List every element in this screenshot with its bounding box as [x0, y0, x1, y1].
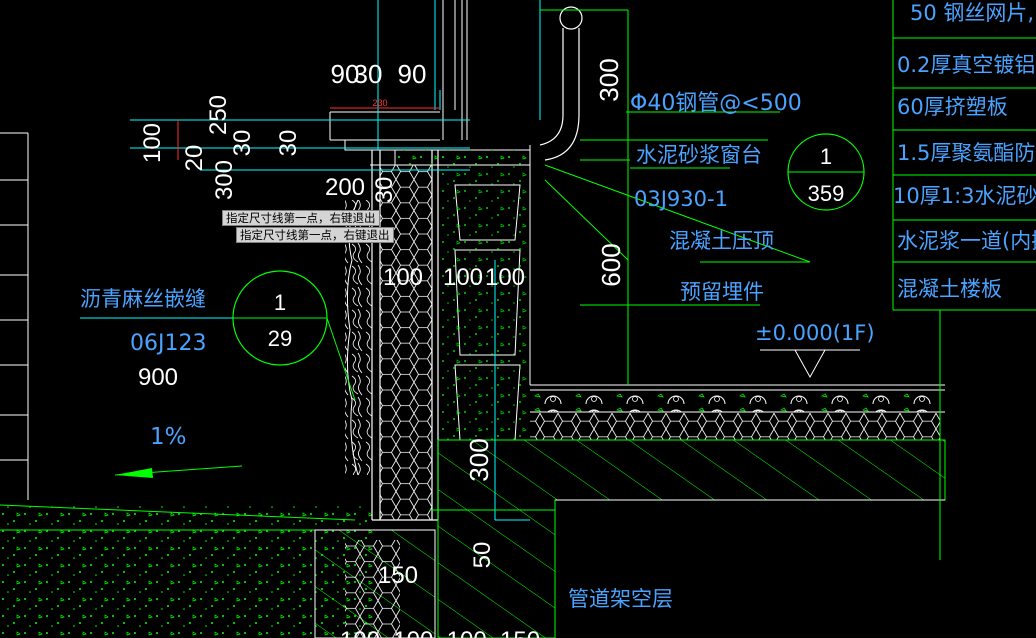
layer-1: 0.2厚真空镀铝聚酯: [897, 53, 1036, 77]
dim-150: 150: [378, 562, 418, 589]
left-ground-line: [0, 504, 375, 531]
cyan-guide-lines: [130, 0, 541, 521]
label-elevation: ±0.000(1F): [755, 321, 875, 345]
left-ground-gravel: [0, 505, 375, 638]
dim-200: 200: [325, 174, 365, 201]
floor-hex-layer: [530, 413, 940, 440]
layer-6: 混凝土楼板: [897, 277, 1002, 301]
dim-90-top-a: 90: [331, 59, 360, 89]
dim-250: 250: [205, 95, 232, 135]
dim-100-c: 100: [485, 264, 525, 291]
layer-0: 50 钢丝网片, 中间: [910, 1, 1036, 25]
floor-slab-hatch: [437, 439, 946, 638]
callout-left-top: 1: [274, 290, 286, 315]
dim-30-top: 30: [354, 59, 383, 89]
wall-insulation-hex: [380, 165, 432, 520]
label-joint: 沥青麻丝嵌缝: [80, 287, 206, 311]
cavity-gravel: [438, 165, 530, 445]
rubble-outline: [346, 199, 359, 476]
layer-5: 水泥浆一道(内掺建筑: [897, 229, 1036, 253]
sill-dots: [395, 150, 530, 165]
dim-90-top-b: 90: [398, 59, 427, 89]
dim-30-left: 30: [229, 130, 256, 157]
dim-900: 900: [138, 364, 178, 391]
layer-4: 10厚1:3水泥砂浆找: [893, 184, 1036, 208]
floor-bubble-layer: [530, 391, 940, 412]
label-atlas-06: 06J123: [130, 331, 206, 356]
pipe-bend: [539, 28, 580, 161]
layer-3: 1.5厚聚氨酯防水层: [897, 141, 1036, 165]
label-slope: 1%: [150, 424, 187, 450]
dim-300-left: 300: [211, 160, 238, 200]
layer-2: 60厚挤塑板: [897, 95, 1008, 119]
label-coping: 混凝土压顶: [669, 229, 774, 253]
callout-left: 1 29: [80, 270, 356, 401]
callout-right: 1 359: [787, 133, 865, 211]
label-embed: 预留埋件: [680, 280, 764, 304]
label-sill: 水泥砂浆窗台: [636, 143, 762, 167]
dim-100-a: 100: [383, 264, 423, 291]
callout-right-bottom: 359: [808, 181, 845, 206]
elevation-triangle: [760, 349, 860, 379]
cad-tooltip-1: 指定尺寸线第一点，右键退出: [222, 210, 380, 226]
callout-left-bottom: 29: [268, 326, 292, 351]
dim-300-pipe: 300: [594, 58, 624, 101]
dim-50: 50: [469, 542, 496, 569]
cad-tooltip-2: 指定尺寸线第一点，右键退出: [236, 227, 394, 243]
red-dim-text: 230: [372, 98, 387, 108]
dim-100-left: 100: [139, 123, 166, 163]
dim-30-mid: 30: [275, 130, 302, 157]
slope-arrow-head: [115, 468, 153, 478]
dim-600: 600: [596, 243, 626, 286]
layer-column-lines: [892, 0, 1036, 560]
pipe-end-circle: [559, 6, 583, 30]
green-extension-lines: [430, 9, 811, 638]
label-pipe-space: 管道架空层: [568, 587, 673, 611]
dim-300-low: 300: [464, 438, 494, 481]
dim-20: 20: [181, 145, 208, 172]
dim-bottom-row: 100 100 100 150: [340, 627, 540, 638]
label-atlas-03: 03J930-1: [634, 187, 728, 211]
foundation-hex: [345, 540, 400, 638]
left-stair-lines: [0, 132, 29, 500]
label-pipe-spec: Φ40钢管@<500: [630, 91, 802, 116]
dim-30-wall: 30: [371, 177, 398, 204]
callout-right-top: 1: [820, 144, 832, 169]
dim-100-b: 100: [443, 264, 483, 291]
